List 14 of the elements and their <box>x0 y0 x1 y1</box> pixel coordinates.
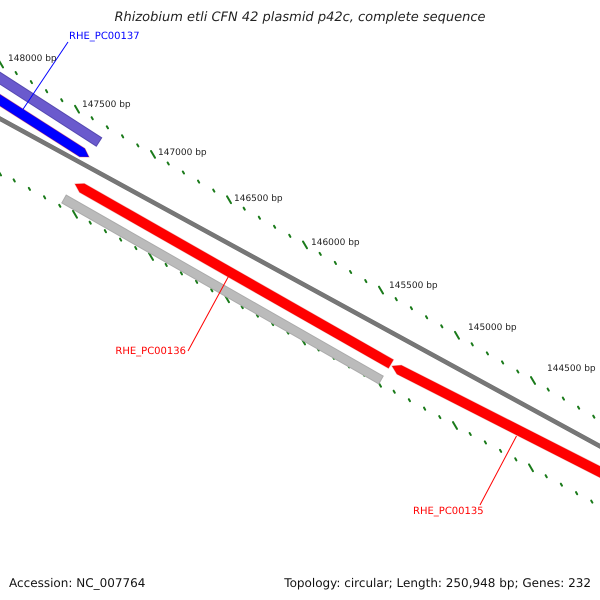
gene-label: RHE_PC00137 <box>69 32 140 42</box>
leader-line <box>188 276 230 352</box>
diagram-title: Rhizobium etli CFN 42 plasmid p42c, complete sequence <box>113 11 487 24</box>
gene-label: RHE_PC00135 <box>413 507 484 517</box>
leader-line <box>480 436 517 506</box>
tick-label: 145500 bp <box>389 282 438 291</box>
tick-label: 146500 bp <box>234 195 283 204</box>
tick-label: 146000 bp <box>311 239 360 248</box>
gene-label: RHE_PC00136 <box>115 347 186 357</box>
footer-text: Topology: circular; Length: 250,948 bp; Genes: 232 <box>284 577 591 589</box>
footer-text: Accession: NC_007764 <box>9 577 146 589</box>
leader-line <box>22 42 68 110</box>
tick-label: 147500 bp <box>82 101 131 110</box>
tick-label: 144500 bp <box>547 365 596 374</box>
